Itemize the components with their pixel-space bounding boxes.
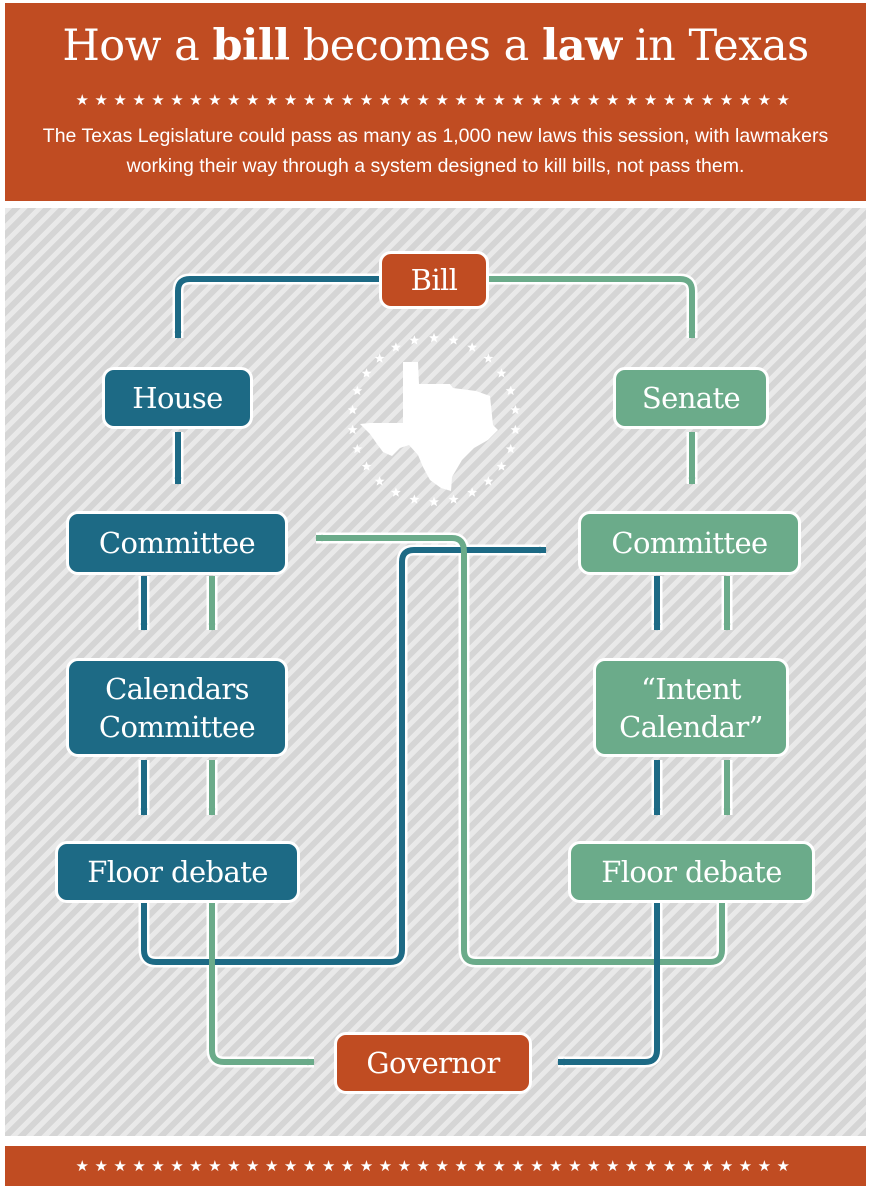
senate-box: Senate — [613, 367, 769, 429]
star-icon — [409, 335, 420, 345]
house-box: House — [102, 367, 253, 429]
house-calendars-committee-box: Calendars Committee — [66, 658, 288, 757]
connector-lines — [140, 276, 731, 1066]
bill-box: Bill — [379, 251, 489, 309]
star-icon — [496, 461, 507, 471]
star-icon — [483, 476, 494, 486]
title-law-word: law — [541, 21, 622, 71]
star-icon — [361, 368, 372, 378]
page-title: How a bill becomes a law in Texas — [5, 19, 866, 73]
star-icon — [505, 443, 516, 454]
star-icon — [429, 332, 439, 343]
senate-committee-box: Committee — [578, 511, 801, 575]
star-divider: ★★★★★★★★★★★★★★★★★★★★★★★★★★★★★★★★★★★★★★ — [75, 1157, 796, 1175]
star-icon — [467, 487, 478, 497]
star-icon — [374, 476, 385, 486]
star-icon — [448, 494, 459, 504]
star-icon — [496, 368, 507, 378]
star-icon — [429, 496, 439, 507]
governor-box: Governor — [334, 1032, 532, 1094]
page-subtitle: The Texas Legislature could pass as many… — [42, 125, 829, 177]
senate-floor-to-house-committee-arrow — [315, 534, 725, 965]
house-floor-to-governor-arrow — [209, 903, 315, 1066]
star-icon — [409, 494, 420, 504]
star-icon — [352, 385, 363, 396]
house-committee-box: Committee — [66, 511, 288, 575]
star-icon — [361, 461, 372, 471]
house-floor-to-senate-committee-arrow — [141, 546, 547, 965]
title-text: becomes a — [289, 21, 542, 71]
star-icon — [483, 353, 494, 363]
star-icon — [510, 424, 521, 435]
title-text: How a — [62, 21, 213, 71]
star-icon — [390, 487, 401, 497]
title-text: in Texas — [621, 21, 809, 71]
star-icon — [347, 404, 358, 415]
bill-to-senate-arrow — [488, 276, 696, 339]
footer-banner: ★★★★★★★★★★★★★★★★★★★★★★★★★★★★★★★★★★★★★★ — [5, 1146, 866, 1186]
star-icon — [390, 342, 401, 352]
bill-to-house-arrow — [174, 276, 382, 339]
star-ring-icon — [347, 332, 521, 507]
texas-map-icon — [360, 362, 498, 491]
star-icon — [347, 424, 358, 435]
star-icon — [352, 443, 363, 454]
senate-floor-to-governor-arrow — [557, 903, 660, 1066]
star-icon — [467, 342, 478, 352]
title-bill-word: bill — [212, 21, 290, 71]
star-icon — [448, 335, 459, 345]
star-icon — [374, 353, 385, 363]
header-banner: How a bill becomes a law in Texas ★★★★★★… — [5, 3, 866, 201]
house-floor-debate-box: Floor debate — [55, 841, 300, 903]
senate-intent-calendar-box: “Intent Calendar” — [593, 658, 789, 757]
star-icon — [510, 404, 521, 415]
star-divider: ★★★★★★★★★★★★★★★★★★★★★★★★★★★★★★★★★★★★★★ — [75, 91, 796, 109]
star-icon — [505, 385, 516, 396]
senate-floor-debate-box: Floor debate — [568, 841, 815, 903]
